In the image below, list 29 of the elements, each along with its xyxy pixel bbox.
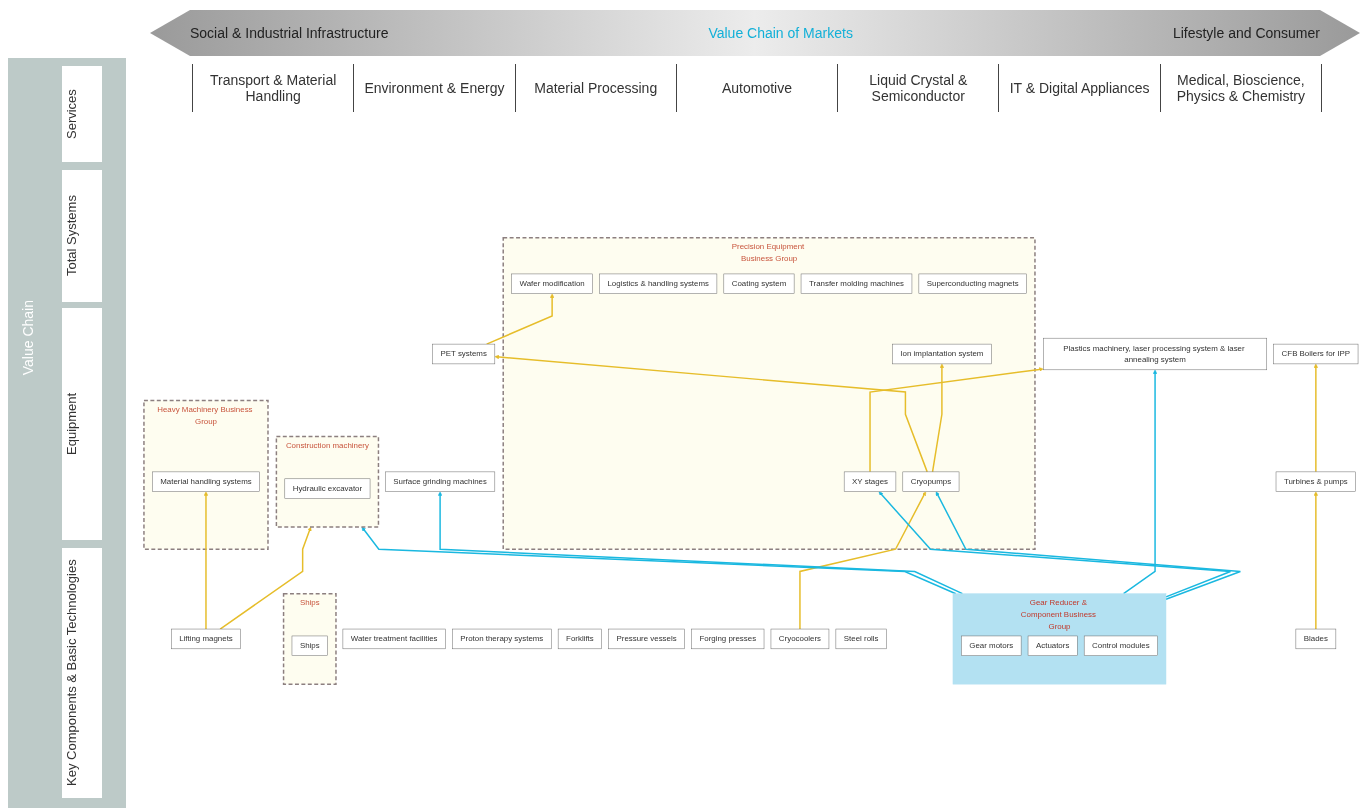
market-label: Medical, Bioscience, Physics & Chemistry [1159, 64, 1322, 112]
arrow [1313, 363, 1319, 473]
arrow [219, 526, 312, 630]
market-label: Liquid Crystal & Semiconductor [837, 64, 999, 112]
arrow [878, 491, 1232, 598]
market-label: Automotive [675, 64, 838, 112]
level-label: Equipment [62, 308, 102, 540]
arrow [203, 491, 209, 630]
arrow [1313, 491, 1319, 630]
arrow [931, 363, 945, 473]
arrow [494, 354, 928, 473]
market-label: Material Processing [514, 64, 676, 112]
arrow [437, 491, 964, 595]
market-label: Environment & Energy [353, 64, 515, 112]
axis-title: Value Chain of Markets [708, 25, 853, 41]
arrow [799, 491, 926, 630]
axis-end-label: Lifestyle and Consumer [1172, 25, 1320, 41]
axis-end-label: Social & Industrial Infrastructure [190, 25, 389, 41]
arrow [1122, 369, 1158, 595]
arrow [485, 293, 555, 345]
level-label: Key Components & Basic Technologies [62, 548, 102, 798]
arrow [869, 367, 1044, 473]
level-label: Services [62, 66, 102, 162]
axis-title: Value Chain [20, 300, 36, 376]
arrow [361, 526, 957, 595]
market-label: Transport & Material Handling [192, 64, 354, 112]
arrow [935, 491, 1242, 600]
level-label: Total Systems [62, 170, 102, 302]
market-label: IT & Digital Appliances [998, 64, 1160, 112]
